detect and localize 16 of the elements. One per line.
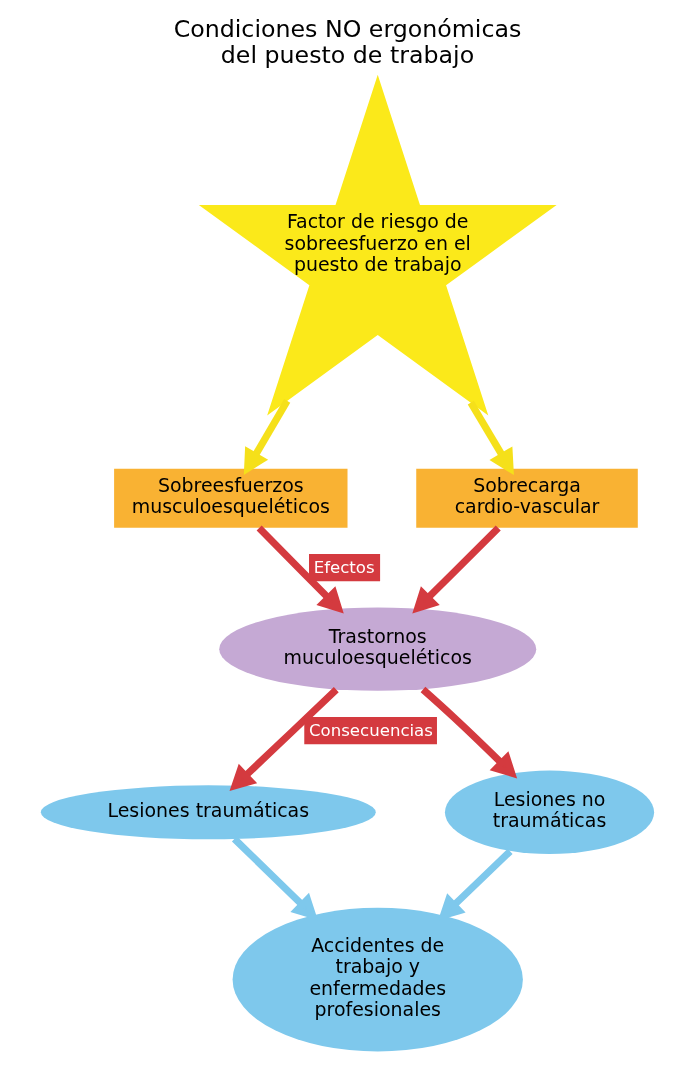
node-ellipse: Trastornos muculoesqueléticos [218,607,536,691]
node-ellipse: Lesiones traumáticas [40,785,376,840]
arrow [467,400,514,476]
arrow [437,848,513,921]
arrow [229,687,339,791]
arrow [256,525,344,614]
arrow [420,686,517,779]
edge-label: Consecuencias [308,720,433,740]
node-box: Sobreesfuerzos musculoesqueléticos [113,468,347,528]
diagram-title: Condiciones NO ergonómicas del puesto de trabajo [173,15,521,70]
node-ellipse: Accidentes de trabajo y enfermedades profesionales [232,907,523,1052]
arrow [411,525,501,614]
node-box: Sobrecarga cardio-vascular [415,468,638,528]
edge-label: Efectos [313,557,375,577]
node-ellipse: Lesiones no traumáticas [444,770,654,854]
arrow [243,399,290,475]
